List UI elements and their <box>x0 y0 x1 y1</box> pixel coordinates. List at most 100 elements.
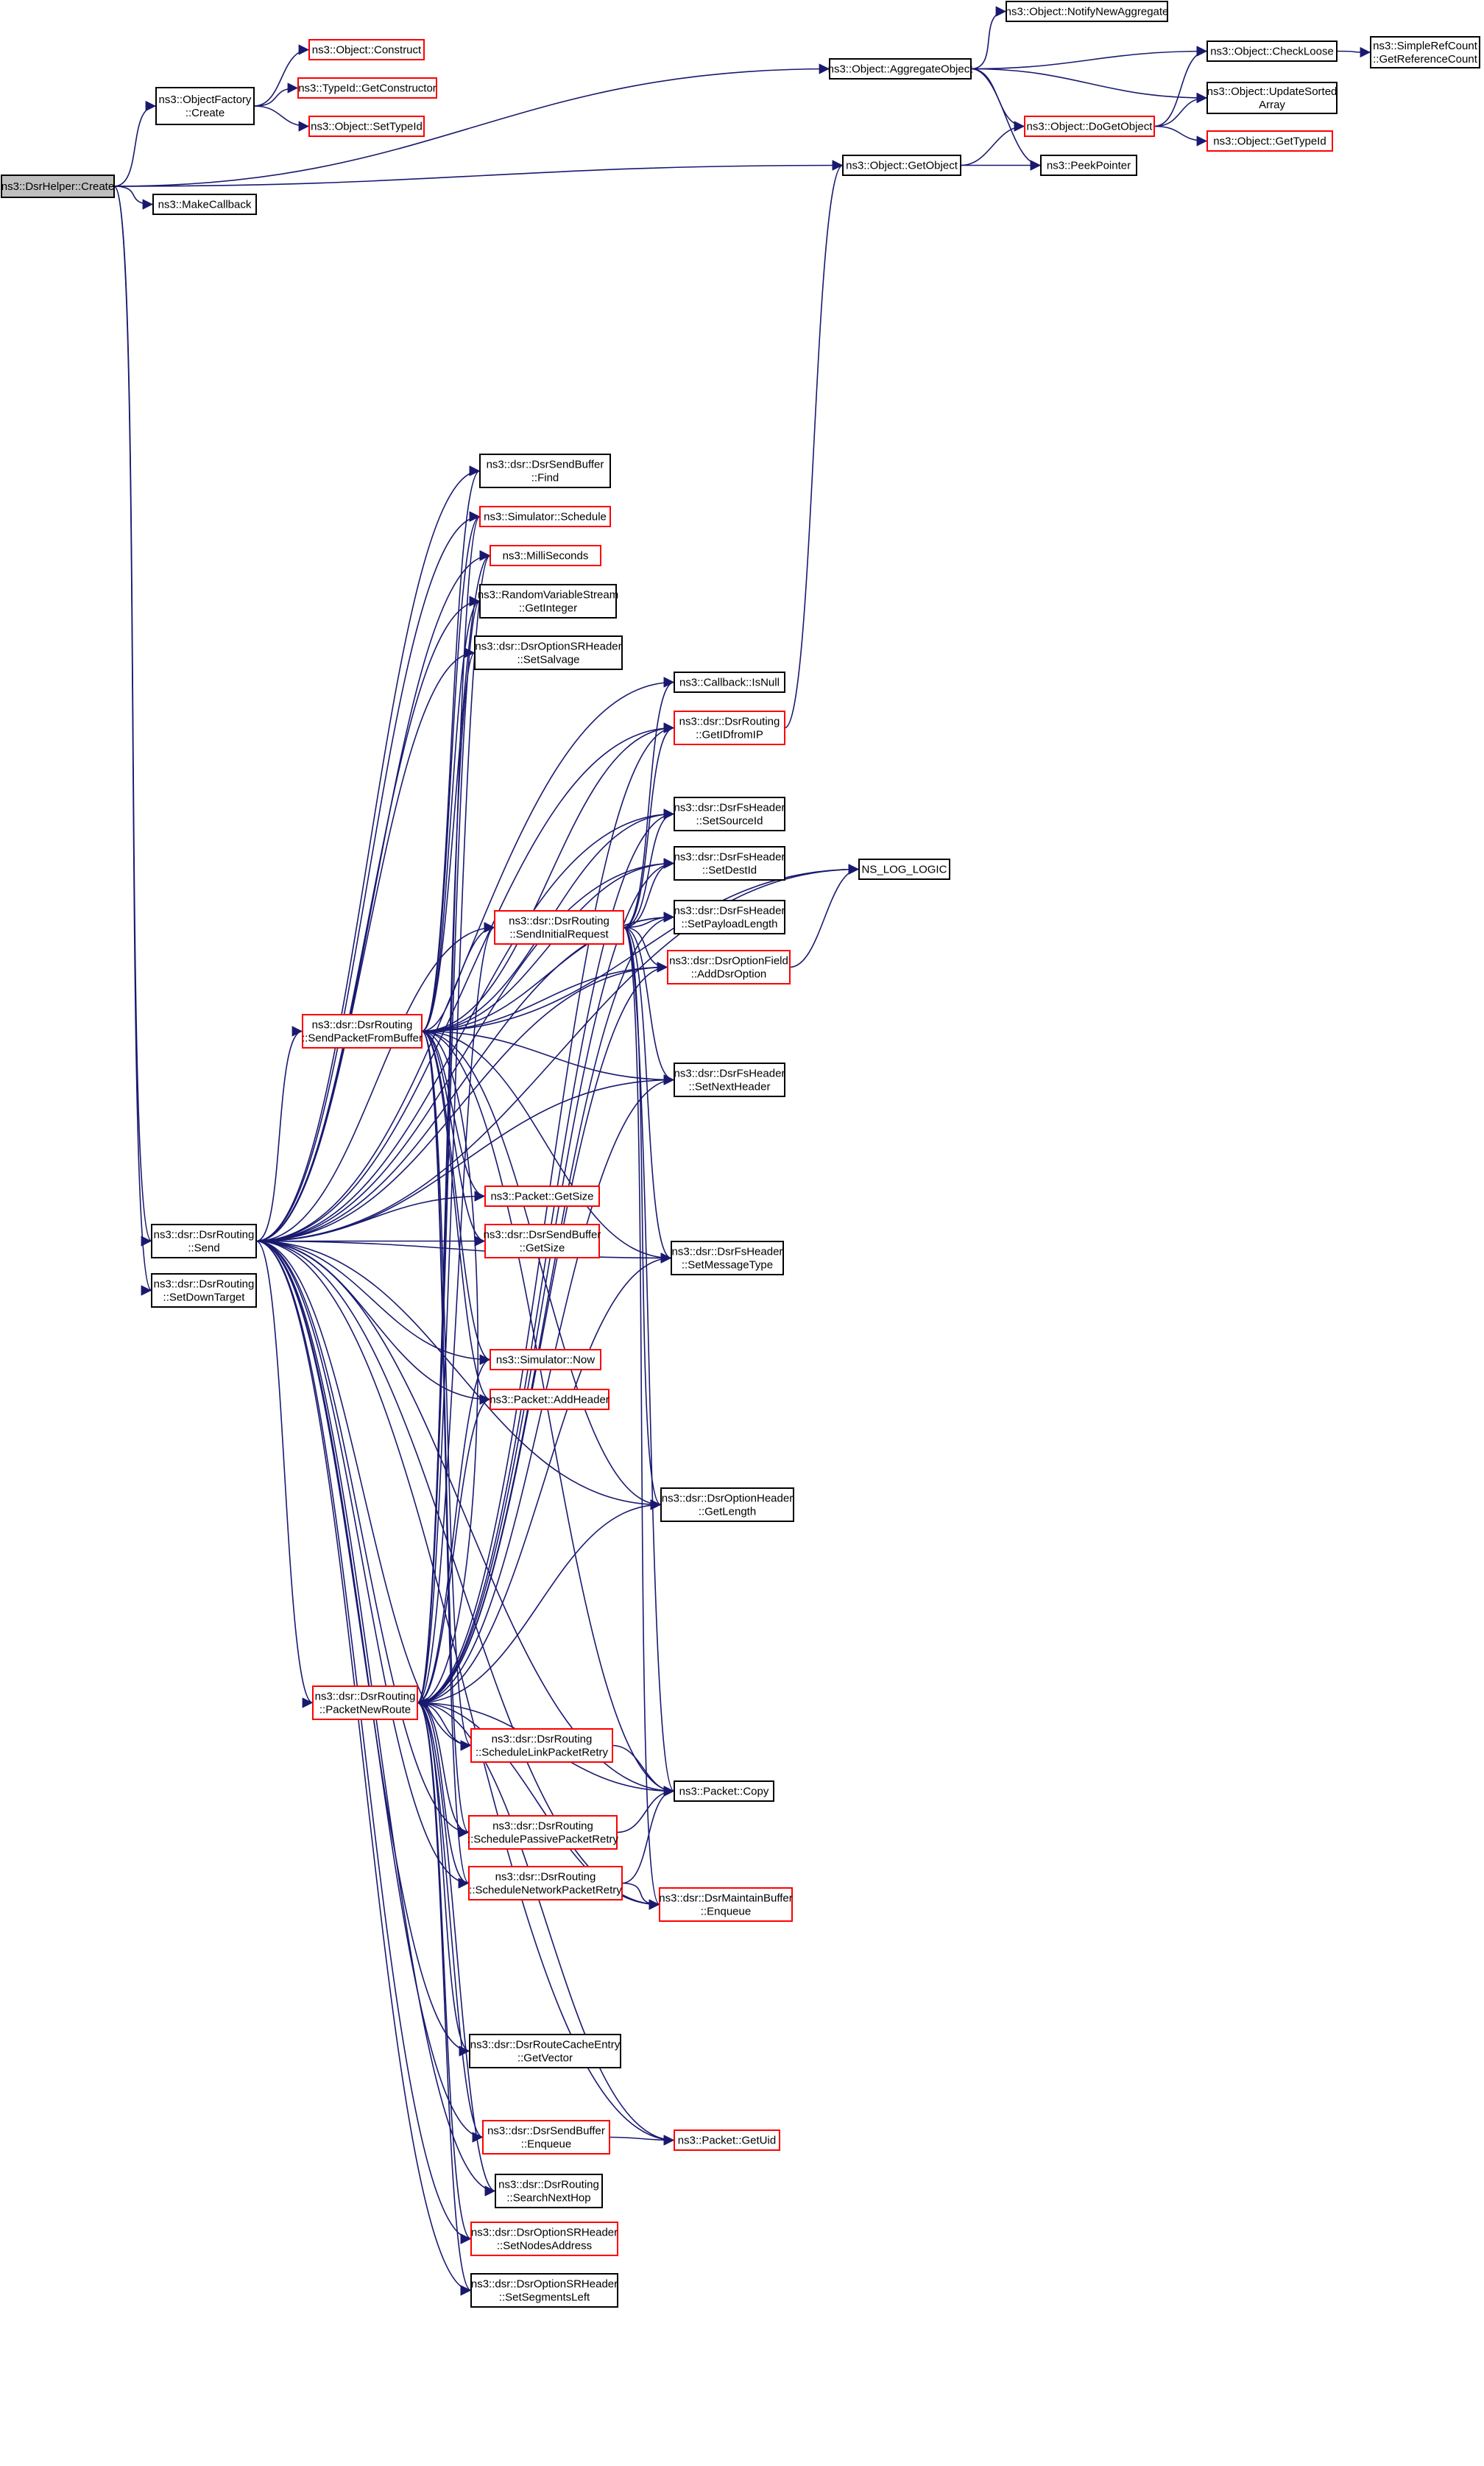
node-object-settypeid[interactable]: ns3::Object::SetTypeId <box>308 116 425 137</box>
edge-path <box>623 926 672 1264</box>
node-label: ns3::Object::UpdateSorted <box>1207 85 1338 98</box>
call-edge <box>970 46 1208 70</box>
node-object-gettypeid[interactable]: ns3::Object::GetTypeId <box>1206 130 1333 152</box>
node-optionheader-getlength[interactable]: ns3::dsr::DsrOptionHeader::GetLength <box>660 1487 794 1522</box>
node-sendbuffer-find[interactable]: ns3::dsr::DsrSendBuffer::Find <box>479 454 611 488</box>
node-simulator-now[interactable]: ns3::Simulator::Now <box>490 1349 601 1370</box>
edge-path <box>421 912 675 1032</box>
node-packet-addheader[interactable]: ns3::Packet::AddHeader <box>490 1389 610 1410</box>
node-label: ns3::dsr::DsrRouteCacheEntry <box>470 2039 621 2051</box>
node-packet-copy[interactable]: ns3::Packet::Copy <box>674 1780 774 1802</box>
node-simplerefcount[interactable]: ns3::SimpleRefCount::GetReferenceCount <box>1370 36 1480 68</box>
node-sendbuffer-getsize[interactable]: ns3::dsr::DsrSendBuffer::GetSize <box>484 1224 601 1258</box>
edge-path <box>417 1702 470 1838</box>
node-packet-getsize[interactable]: ns3::Packet::GetSize <box>484 1186 600 1207</box>
node-object-getobject[interactable]: ns3::Object::GetObject <box>842 155 961 176</box>
node-label: ns3::dsr::DsrOptionField <box>669 955 788 968</box>
node-ns-log-logic[interactable]: NS_LOG_LOGIC <box>858 859 950 880</box>
node-label: ns3::SimpleRefCount <box>1373 40 1478 52</box>
edge-path <box>960 121 1025 166</box>
edge-path <box>417 1702 472 1751</box>
call-edge <box>421 550 491 1032</box>
node-milliseconds[interactable]: ns3::MilliSeconds <box>490 545 601 566</box>
node-packet-getuid[interactable]: ns3::Packet::GetUid <box>674 2129 780 2151</box>
node-routing-schedulenetworkpacketretry[interactable]: ns3::dsr::DsrRouting::ScheduleNetworkPac… <box>468 1866 623 1900</box>
edge-path <box>113 100 157 187</box>
edge-path <box>417 962 668 1704</box>
edge-path <box>621 1786 675 1884</box>
node-box <box>1370 36 1480 68</box>
call-edge <box>421 1030 491 1405</box>
edge-path <box>623 677 675 929</box>
node-object-dogetobject[interactable]: ns3::Object::DoGetObject <box>1024 116 1155 137</box>
node-label: ns3::Packet::GetUid <box>678 2135 776 2147</box>
node-label: ns3::dsr::DsrRouting <box>154 1229 255 1241</box>
node-routing-searchnexthop[interactable]: ns3::dsr::DsrRouting::SearchNextHop <box>495 2174 603 2208</box>
node-objectfactory-create[interactable]: ns3::ObjectFactory::Create <box>155 87 255 125</box>
edge-path <box>255 1240 314 1708</box>
node-routing-getidfromip[interactable]: ns3::dsr::DsrRouting::GetIDfromIP <box>674 711 785 745</box>
call-edge <box>623 926 660 1910</box>
node-box <box>308 116 425 137</box>
node-routing-schedulelinkpacketretry[interactable]: ns3::dsr::DsrRouting::ScheduleLinkPacket… <box>470 1728 613 1763</box>
node-fsheader-setsourceid[interactable]: ns3::dsr::DsrFsHeader::SetSourceId <box>674 797 785 831</box>
node-dsrhelper-create[interactable]: ns3::DsrHelper::Create <box>1 175 115 198</box>
node-routing-send[interactable]: ns3::dsr::DsrRouting::Send <box>151 1224 257 1258</box>
call-edge <box>113 186 152 1296</box>
node-object-checkloose[interactable]: ns3::Object::CheckLoose <box>1206 40 1338 62</box>
node-box <box>674 846 785 881</box>
node-sendbuffer-enqueue[interactable]: ns3::dsr::DsrSendBuffer::Enqueue <box>482 2120 610 2155</box>
node-simulator-schedule[interactable]: ns3::Simulator::Schedule <box>479 506 611 527</box>
edge-path <box>417 858 675 1704</box>
node-object-notifynewaggregate[interactable]: ns3::Object::NotifyNewAggregate <box>1006 1 1169 22</box>
node-box <box>490 545 601 566</box>
node-layer: ns3::DsrHelper::Create ns3::ObjectFactory… <box>1 1 1480 2308</box>
node-routing-sendpacketfrombuffer[interactable]: ns3::dsr::DsrRouting::SendPacketFromBuff… <box>302 1014 423 1049</box>
node-randomvariable-getinteger[interactable]: ns3::RandomVariableStream::GetInteger <box>478 584 618 619</box>
node-fsheader-setnextheader[interactable]: ns3::dsr::DsrFsHeader::SetNextHeader <box>674 1063 785 1097</box>
node-label: ns3::dsr::DsrRouting <box>509 915 610 928</box>
node-maintainbuffer-enqueue[interactable]: ns3::dsr::DsrMaintainBuffer::Enqueue <box>659 1887 793 1922</box>
edge-path <box>113 186 152 1296</box>
node-box <box>667 950 791 984</box>
call-edge <box>417 962 668 1704</box>
call-edge <box>113 63 830 187</box>
node-label: ns3::dsr::DsrMaintainBuffer <box>659 1892 792 1905</box>
edge-path <box>417 1702 472 2296</box>
node-peekpointer[interactable]: ns3::PeekPointer <box>1040 155 1137 176</box>
node-label: ns3::dsr::DsrFsHeader <box>674 1068 785 1080</box>
node-callback-isnull[interactable]: ns3::Callback::IsNull <box>674 672 785 693</box>
node-optionsr-setnodesaddress[interactable]: ns3::dsr::DsrOptionSRHeader::SetNodesAdd… <box>470 2222 618 2256</box>
node-routing-schedulepassivepacketretry[interactable]: ns3::dsr::DsrRouting::SchedulePassivePac… <box>467 1815 619 1850</box>
node-box <box>482 2120 610 2155</box>
call-edge <box>255 1240 472 1751</box>
edge-path <box>255 1240 672 1264</box>
node-routecacheentry-getvector[interactable]: ns3::dsr::DsrRouteCacheEntry::GetVector <box>469 2034 621 2068</box>
node-makecallback[interactable]: ns3::MakeCallback <box>152 194 257 215</box>
call-edge <box>623 677 675 929</box>
node-typeid-getconstructor[interactable]: ns3::TypeId::GetConstructor <box>297 77 437 99</box>
node-optionfield-adddsroption[interactable]: ns3::dsr::DsrOptionField::AddDsrOption <box>667 950 791 984</box>
call-edge <box>255 1240 470 2057</box>
call-edge <box>253 82 299 107</box>
node-object-aggregateobject[interactable]: ns3::Object::AggregateObject <box>828 58 974 80</box>
node-label: ns3::Object::AggregateObject <box>828 63 974 76</box>
node-fsheader-setpayloadlength[interactable]: ns3::dsr::DsrFsHeader::SetPayloadLength <box>674 900 785 934</box>
node-routing-setdowntarget[interactable]: ns3::dsr::DsrRouting::SetDownTarget <box>151 1273 257 1308</box>
edge-path <box>421 922 495 1032</box>
node-label: ns3::dsr::DsrRouting <box>492 1820 593 1833</box>
node-routing-packetnewroute[interactable]: ns3::dsr::DsrRouting::PacketNewRoute <box>312 1685 418 1720</box>
node-box <box>490 1389 610 1410</box>
call-edge <box>255 1240 314 1708</box>
node-routing-sendinitialrequest[interactable]: ns3::dsr::DsrRouting::SendInitialRequest <box>494 910 624 945</box>
edge-path <box>255 1240 675 2146</box>
node-label: ::PacketNewRoute <box>319 1704 411 1716</box>
node-box <box>151 1273 257 1308</box>
node-optionsr-setsegmentsleft[interactable]: ns3::dsr::DsrOptionSRHeader::SetSegments… <box>470 2273 618 2308</box>
node-object-construct[interactable]: ns3::Object::Construct <box>308 39 425 60</box>
node-fsheader-setdestid[interactable]: ns3::dsr::DsrFsHeader::SetDestId <box>674 846 785 881</box>
node-label: ns3::dsr::DsrRouting <box>498 2179 599 2191</box>
node-fsheader-setmessagetype[interactable]: ns3::dsr::DsrFsHeader::SetMessageType <box>671 1241 784 1275</box>
node-optionsr-setsalvage[interactable]: ns3::dsr::DsrOptionSRHeader::SetSalvage <box>474 635 623 670</box>
